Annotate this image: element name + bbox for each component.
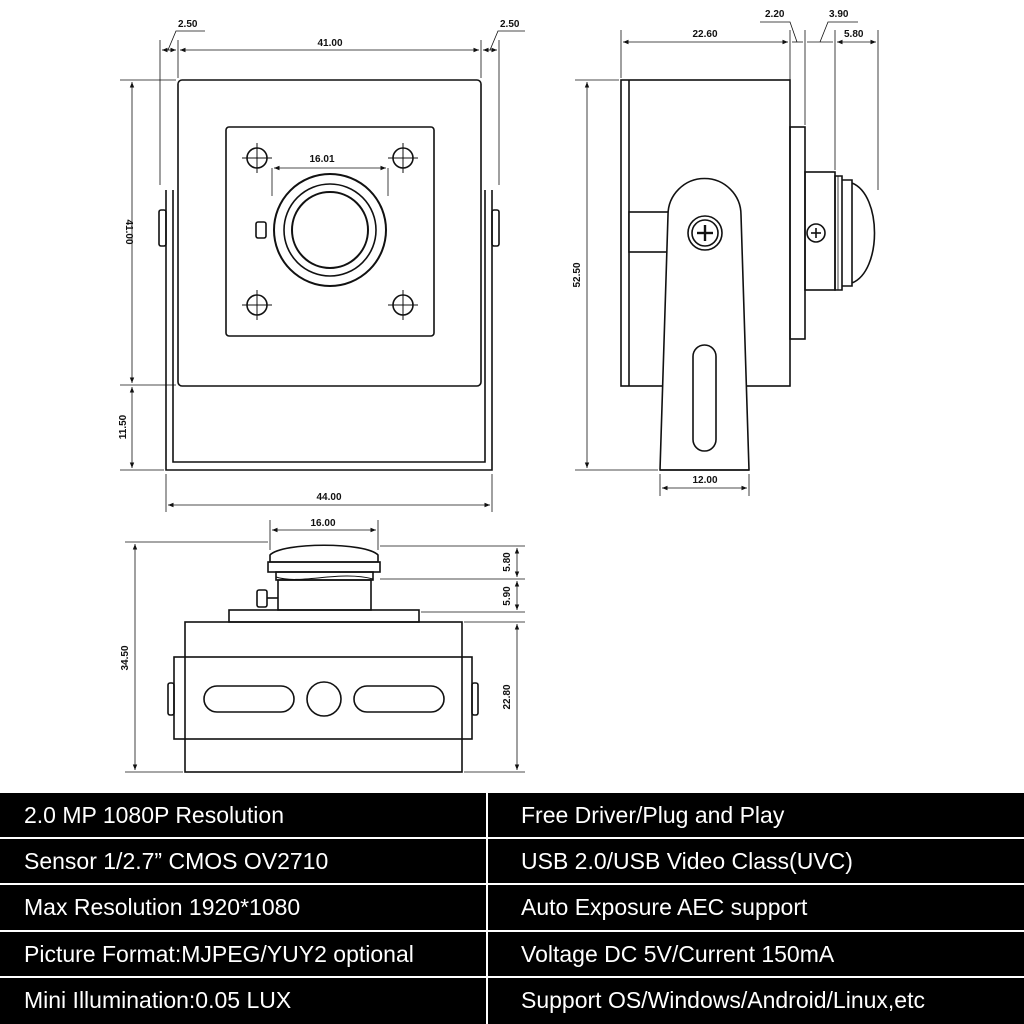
top-dimension-labels: 16.00 5.80 5.90 34.50 22.80 bbox=[120, 518, 513, 710]
spec-cell-left: Picture Format:MJPEG/YUY2 optional bbox=[24, 941, 414, 967]
dim-flange: 2.20 bbox=[765, 9, 785, 20]
dim-bottom-width: 44.00 bbox=[316, 492, 341, 503]
spec-row: Picture Format:MJPEG/YUY2 optional Volta… bbox=[0, 930, 1024, 976]
front-lens bbox=[255, 173, 387, 287]
front-right-screw bbox=[491, 209, 500, 247]
dim-lens-diameter: 16.00 bbox=[310, 518, 335, 529]
technical-drawing: 2.50 41.00 2.50 16.01 41.00 11.50 44.00 bbox=[118, 9, 879, 773]
dim-lens-height: 5.80 bbox=[502, 552, 513, 572]
spec-row: Mini Illumination:0.05 LUX Support OS/Wi… bbox=[0, 976, 1024, 1022]
side-lens bbox=[834, 175, 876, 291]
top-dimensions bbox=[125, 520, 525, 773]
spec-cell-left: 2.0 MP 1080P Resolution bbox=[24, 802, 284, 828]
top-bracket-band bbox=[173, 656, 473, 740]
spec-cell-right: Auto Exposure AEC support bbox=[521, 894, 808, 920]
dim-lens-mount: 3.90 bbox=[829, 9, 849, 20]
dim-body-depth: 22.60 bbox=[692, 29, 717, 40]
top-slot-left bbox=[203, 685, 295, 713]
top-lens bbox=[269, 544, 379, 563]
front-dimension-labels: 2.50 41.00 2.50 16.01 41.00 11.50 44.00 bbox=[118, 19, 520, 503]
top-center-hole bbox=[306, 681, 342, 717]
spec-row: Max Resolution 1920*1080 Auto Exposure A… bbox=[0, 883, 1024, 929]
spec-cell-right: Free Driver/Plug and Play bbox=[521, 802, 785, 828]
front-dimensions bbox=[120, 30, 525, 512]
dim-height-lower: 11.50 bbox=[118, 414, 129, 439]
front-left-screw bbox=[158, 209, 167, 247]
side-dimensions bbox=[575, 21, 879, 496]
side-lens-mount bbox=[804, 171, 836, 291]
dim-top-total-height: 34.50 bbox=[120, 645, 131, 670]
spec-table: 2.0 MP 1080P Resolution Free Driver/Plug… bbox=[0, 793, 1024, 1024]
front-bracket bbox=[165, 190, 493, 471]
front-view bbox=[158, 79, 500, 471]
side-bracket-slot bbox=[692, 344, 717, 452]
spec-row: 2.0 MP 1080P Resolution Free Driver/Plug… bbox=[0, 793, 1024, 837]
front-body bbox=[177, 79, 482, 387]
top-slot-right bbox=[353, 685, 445, 713]
spec-cell-right: USB 2.0/USB Video Class(UVC) bbox=[521, 848, 853, 874]
spec-cell-left: Max Resolution 1920*1080 bbox=[24, 894, 301, 920]
dim-bracket-width: 12.00 bbox=[692, 475, 717, 486]
dim-top-width: 41.00 bbox=[317, 38, 342, 49]
spec-cell-right: Voltage DC 5V/Current 150mA bbox=[521, 941, 835, 967]
side-flange bbox=[789, 126, 806, 340]
dim-lens: 5.80 bbox=[844, 29, 864, 40]
mounting-holes bbox=[242, 143, 418, 320]
top-flange bbox=[228, 609, 420, 623]
side-mount-screw bbox=[806, 223, 826, 243]
spec-cell-left: Mini Illumination:0.05 LUX bbox=[24, 987, 292, 1013]
spec-cell-left: Sensor 1/2.7” CMOS OV2710 bbox=[24, 848, 329, 874]
side-view bbox=[620, 79, 876, 471]
spec-row: Sensor 1/2.7” CMOS OV2710 USB 2.0/USB Vi… bbox=[0, 837, 1024, 883]
dim-body-height: 22.80 bbox=[502, 684, 513, 709]
spec-column-divider bbox=[486, 793, 488, 1024]
side-bracket bbox=[659, 177, 750, 471]
spec-cell-right: Support OS/Windows/Android/Linux,etc bbox=[521, 987, 925, 1013]
dim-hole-spacing: 16.01 bbox=[309, 154, 334, 165]
dim-total-height: 52.50 bbox=[572, 262, 583, 287]
side-dimension-labels: 22.60 2.20 3.90 5.80 52.50 12.00 bbox=[572, 9, 864, 486]
dim-top-left-margin: 2.50 bbox=[178, 19, 198, 30]
dim-top-right-margin: 2.50 bbox=[500, 19, 520, 30]
top-body bbox=[184, 621, 463, 773]
front-lens-plate bbox=[225, 126, 435, 337]
top-view bbox=[167, 544, 479, 773]
dim-mount-height: 5.90 bbox=[502, 586, 513, 606]
dim-height-upper: 41.00 bbox=[123, 219, 134, 244]
